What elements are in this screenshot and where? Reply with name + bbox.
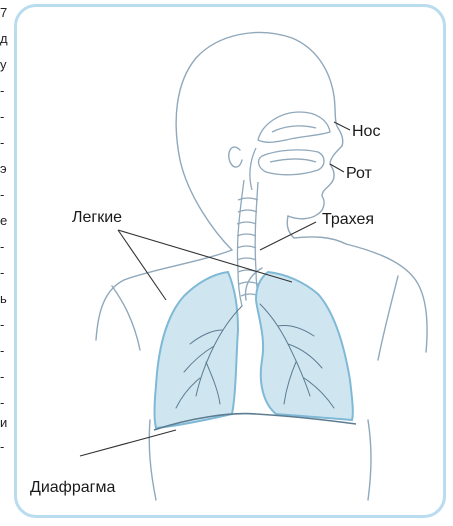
label-mouth: Рот [346, 165, 373, 182]
left-lung [155, 272, 239, 428]
label-lungs: Легкие [72, 209, 122, 226]
right-lung [256, 272, 353, 420]
nasal-oral-cavity [250, 112, 330, 190]
label-nose: Нос [352, 123, 380, 140]
label-trachea: Трахея [322, 211, 374, 228]
body-outline [96, 32, 427, 500]
label-diaphragm: Диафрагма [30, 479, 115, 496]
diaphragm-leader [80, 430, 176, 456]
lungs-group [154, 272, 356, 430]
lungs-leader-left [118, 230, 166, 300]
trachea [237, 180, 260, 306]
